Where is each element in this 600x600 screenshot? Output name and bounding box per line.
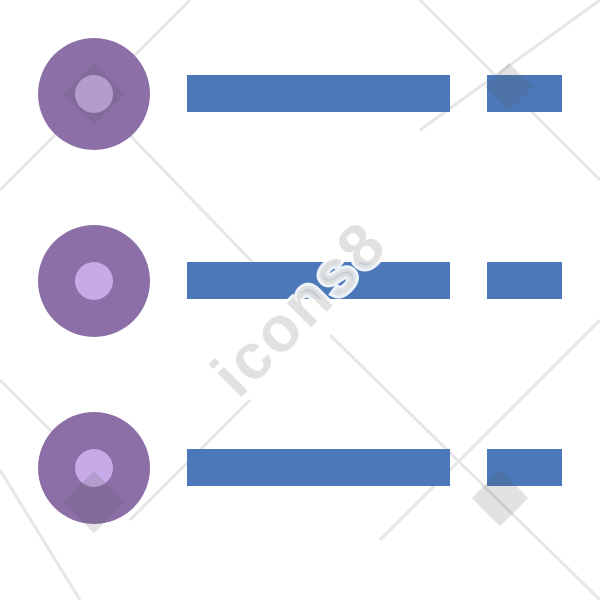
list-row-2 xyxy=(38,225,562,337)
list-row-3 xyxy=(38,412,562,524)
list-line-long xyxy=(187,75,450,112)
list-line-short xyxy=(487,449,562,486)
list-line-short xyxy=(487,262,562,299)
bullet-inner-dot xyxy=(75,449,113,487)
bullet-inner-dot xyxy=(75,75,113,113)
list-row-1 xyxy=(38,38,562,150)
list-line-long xyxy=(187,262,450,299)
bullet-inner-dot xyxy=(75,262,113,300)
list-line-short xyxy=(487,75,562,112)
list-line-long xyxy=(187,449,450,486)
